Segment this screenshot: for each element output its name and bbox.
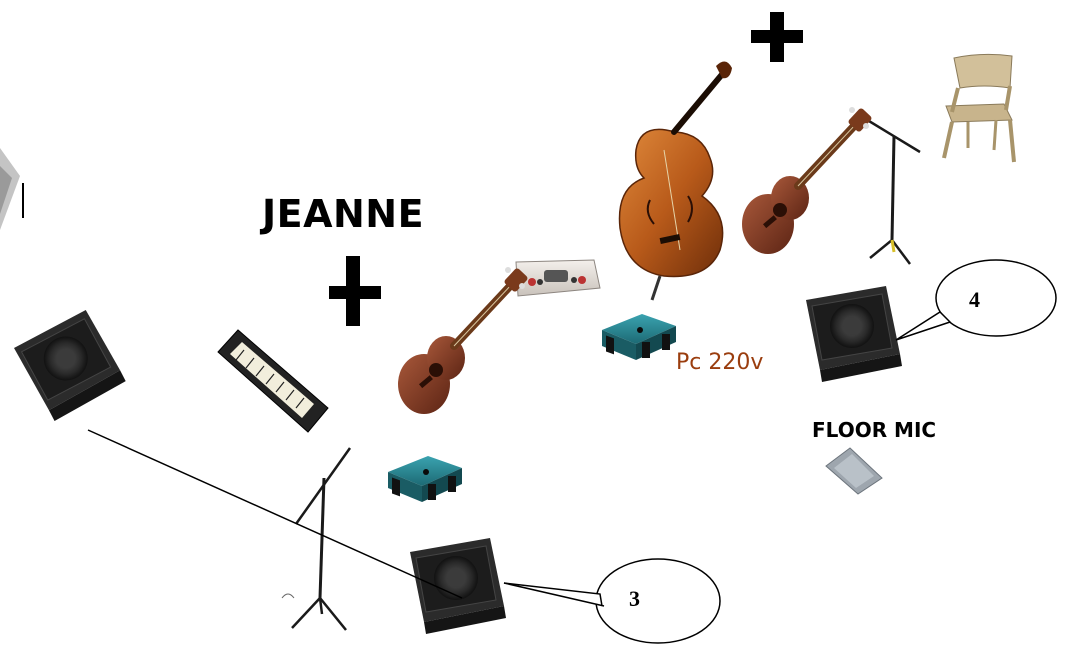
keyboard-icon <box>217 329 329 433</box>
callout-bubble <box>503 558 721 644</box>
offscreen-object-icon <box>0 148 24 230</box>
plus-icon <box>751 12 803 62</box>
di-box-icon <box>602 314 676 360</box>
mic-stand-icon <box>281 446 352 632</box>
plus-icon <box>329 256 381 326</box>
monitor-number-3: 3 <box>629 586 640 611</box>
performer-label: JEANNE <box>262 192 425 236</box>
callout-bubble <box>895 259 1057 341</box>
di-box-icon <box>388 456 462 502</box>
chair-icon <box>942 53 1016 163</box>
preamp-icon <box>515 259 601 297</box>
connector-line <box>87 429 463 599</box>
monitor-number-4: 4 <box>969 287 980 312</box>
cello-icon <box>618 61 732 301</box>
stage-monitor-icon <box>805 285 903 383</box>
ukulele-icon <box>398 267 529 414</box>
floor-mic-label: FLOOR MIC <box>812 418 937 442</box>
mic-stand-icon <box>863 116 921 265</box>
power-label: Pc 220v <box>676 350 764 375</box>
stage-monitor-icon <box>409 537 507 635</box>
ukulele-icon <box>742 107 873 254</box>
floor-mic-icon <box>825 447 883 495</box>
stage-monitor-icon <box>9 304 132 427</box>
